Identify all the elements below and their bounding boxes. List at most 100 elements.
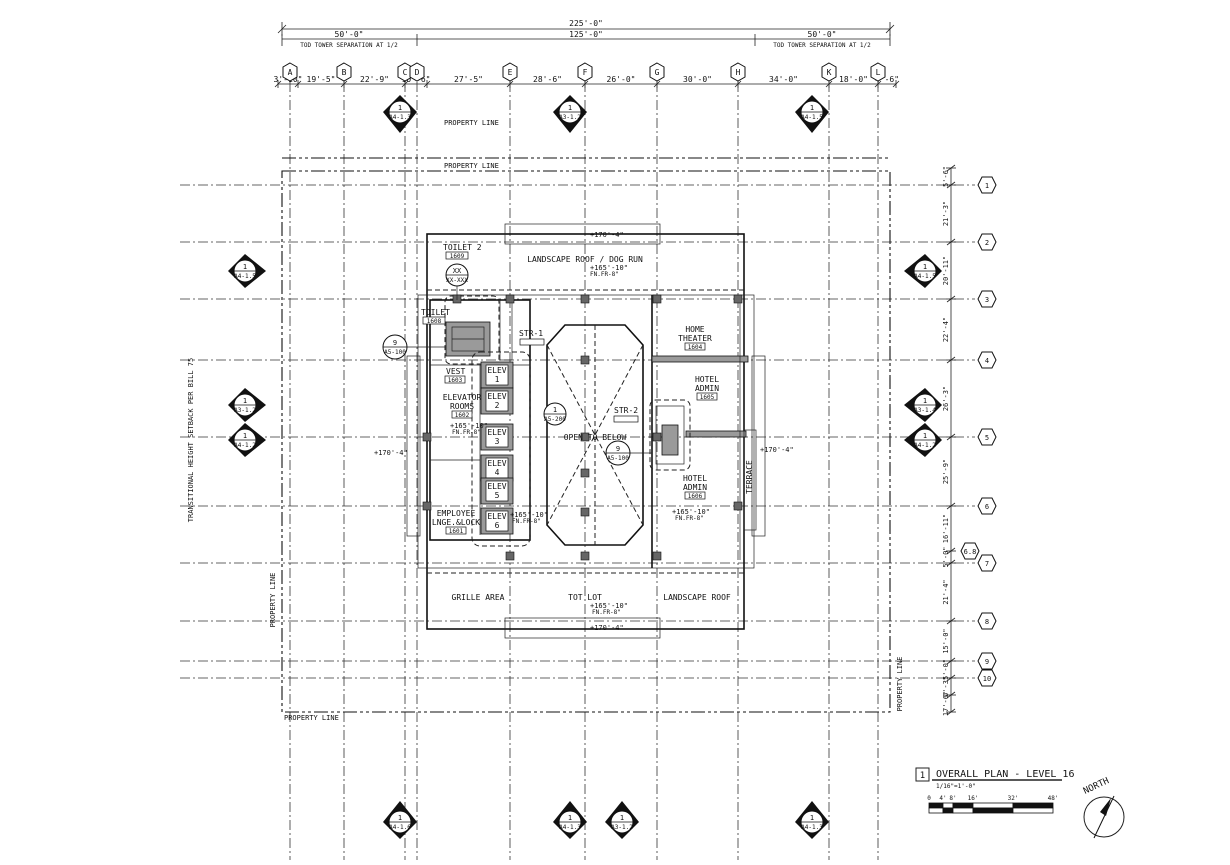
room-elevator-rooms-line1: ELEVATOR <box>443 393 482 402</box>
property-line-label-left: PROPERTY LINE <box>269 573 277 628</box>
structural-column <box>580 507 590 517</box>
callout-number: 1 <box>810 814 814 822</box>
section-callout-right-4: 1A3-1.4 <box>904 388 942 422</box>
callout-sheet: A4-1.3 <box>559 824 581 831</box>
room-terrace: TERRACE <box>745 460 754 494</box>
right-separation-note: TOD TOWER SEPARATION AT 1/2 <box>773 42 871 49</box>
callout-number: 1 <box>243 263 247 271</box>
structural-column <box>652 294 662 304</box>
top-segment-dimension: 28'-6" <box>533 75 562 84</box>
grid-bubble-label: 4 <box>985 357 989 365</box>
grid-bubble-B: B <box>336 62 352 82</box>
structural-column <box>733 294 743 304</box>
property-line-label-upper: PROPERTY LINE <box>444 162 499 170</box>
right-segment-dimension: 20'-11" <box>942 256 950 286</box>
structural-column <box>422 432 432 442</box>
section-callout-top-c: 1A4-1.5 <box>795 95 829 133</box>
section-callout-bot-a: 1A4-1.6 <box>383 801 417 839</box>
section-callout-right-5: 1A4-1.2 <box>904 423 942 457</box>
left-separation-note: TOD TOWER SEPARATION AT 1/2 <box>300 42 398 49</box>
callout-number: 1 <box>553 406 557 414</box>
section-callout-bot-d: 1A4-1.3 <box>795 801 829 839</box>
elevator-label: ELEV <box>487 428 506 437</box>
grid-bubble-label: 10 <box>983 675 991 683</box>
grid-bubble-label: K <box>827 68 832 77</box>
elevator-core <box>429 295 531 547</box>
elevation-elev-6: +165'-10" <box>510 511 548 519</box>
grid-bubble-10: 10 <box>977 669 997 687</box>
elevator-number: 2 <box>495 401 500 410</box>
section-callout-top-b: 1A3-1.2 <box>553 95 587 133</box>
grid-bubble-F: F <box>577 62 593 82</box>
callout-number: 9 <box>393 339 397 347</box>
right-segment-dimension: 21'-3" <box>942 201 950 226</box>
room-employee-line1: EMPLOYEE <box>437 509 476 518</box>
grid-bubble-A: A <box>282 62 298 82</box>
grid-bubble-L: L <box>870 62 886 82</box>
grid-bubble-label: 7 <box>985 560 989 568</box>
elevator-number: 3 <box>495 437 500 446</box>
elevator-label: ELEV <box>487 392 506 401</box>
center-dimension: 125'-0" <box>569 30 603 39</box>
callout-sheet: A4-1.5 <box>801 114 823 121</box>
grid-bubble-2: 2 <box>977 233 997 251</box>
grid-bubble-label: G <box>655 68 660 77</box>
callout-sheet: A3-1.2 <box>559 114 581 121</box>
top-segment-dimension: 26'-0" <box>607 75 636 84</box>
grid-bubble-label: L <box>876 68 881 77</box>
grid-bubble-label: 3 <box>985 296 989 304</box>
callout-number: 1 <box>398 814 402 822</box>
callout-number: 9 <box>616 445 620 453</box>
detail-callout-detail-9b: 9A5-100 <box>605 440 631 466</box>
top-segment-dimension: 19'-5" <box>307 75 336 84</box>
grid-bubble-8: 8 <box>977 612 997 630</box>
property-lines: PROPERTY LINE PROPERTY LINE PROPERTY LIN… <box>187 119 904 722</box>
top-segment-dimension: 22'-9" <box>360 75 389 84</box>
room-hotel-admin-2-number: 1606 <box>688 493 703 500</box>
elevation-admin-sub: FN.FR-8" <box>675 515 704 522</box>
north-label: NORTH <box>1082 776 1111 797</box>
elevator-number: 1 <box>495 375 500 384</box>
top-segment-dimension: 27'-5" <box>454 75 483 84</box>
elevation-bottom: +170'-4" <box>590 624 624 632</box>
scale-mark: 8' <box>949 795 956 802</box>
callout-number: 1 <box>810 104 814 112</box>
section-callout-left-5: 1A4-1.2 <box>228 423 266 457</box>
callout-sheet: A4-1.3 <box>389 114 411 121</box>
grid-bubble-label: E <box>508 68 513 77</box>
room-grille-area: GRILLE AREA <box>452 593 505 602</box>
elevation-right: +170'-4" <box>760 446 794 454</box>
elevator-label: ELEV <box>487 482 506 491</box>
grid-bubble-5: 5 <box>977 428 997 446</box>
callout-number: 1 <box>568 104 572 112</box>
right-segment-dimension: 26'-3" <box>942 386 950 411</box>
grid-bubble-E: E <box>502 62 518 82</box>
callout-number: 1 <box>568 814 572 822</box>
structural-column <box>505 294 515 304</box>
structural-column <box>733 501 743 511</box>
room-hotel-admin-1-line1: HOTEL <box>695 375 719 384</box>
callout-sheet: A3-1.2 <box>234 407 256 414</box>
right-segment-dimension: 22'-4" <box>942 317 950 342</box>
grid-bubble-6: 6 <box>977 497 997 515</box>
left-separation-dimension: 50'-0" <box>335 30 364 39</box>
drawing-scale: 1/16"=1'-0" <box>936 783 976 790</box>
room-employee-number: 1601 <box>449 528 464 535</box>
top-segment-dimension: 34'-0" <box>769 75 798 84</box>
room-vest: VEST <box>446 367 465 376</box>
grid-bubble-label: 5 <box>985 434 989 442</box>
callout-number: 1 <box>243 432 247 440</box>
structural-column <box>580 468 590 478</box>
grid-bubble-label: 9 <box>985 658 989 666</box>
grid-bubble-label: A <box>288 68 293 77</box>
elevation-elevator-rooms: +165'-10" <box>450 422 488 430</box>
scale-mark: 48' <box>1048 795 1059 802</box>
grid-bubble-D: D <box>409 62 425 82</box>
